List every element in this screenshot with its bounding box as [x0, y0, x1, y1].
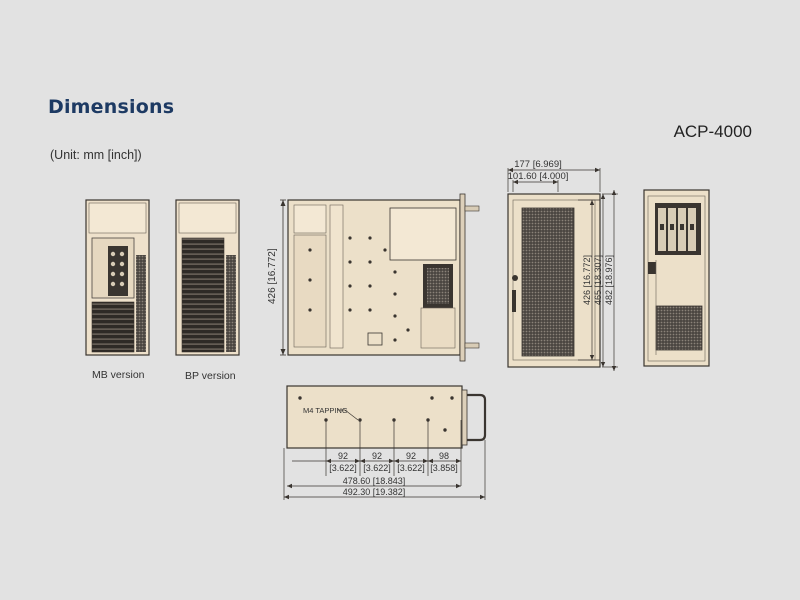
spacing-2-mm: 92 [372, 451, 382, 461]
spacing-1-inch: [3.622] [329, 463, 357, 473]
overall-length-2: 492.30 [19.382] [343, 487, 406, 497]
front-panel-view [507, 167, 618, 371]
spacing-1-mm: 92 [338, 451, 348, 461]
mb-version-view [85, 199, 150, 356]
bp-version-caption: BP version [185, 370, 236, 382]
side-view [283, 385, 487, 500]
model-name: ACP-4000 [673, 122, 752, 141]
spacing-4-mm: 98 [439, 451, 449, 461]
width-inner-label: 101.60 [4.000] [508, 171, 569, 182]
rear-view [643, 189, 710, 367]
height-2-label: 465 [18.307] [593, 255, 603, 305]
top-view [280, 193, 480, 362]
page-title: Dimensions [48, 96, 175, 118]
height-1-label: 426 [16.772] [582, 255, 592, 305]
width-outer-label: 177 [6.969] [514, 159, 562, 170]
bp-version-view [175, 199, 240, 356]
mb-version-caption: MB version [92, 369, 145, 381]
spacing-4-inch: [3.858] [430, 463, 458, 473]
overall-length-1: 478.60 [18.843] [343, 476, 406, 486]
unit-note: (Unit: mm [inch]) [50, 148, 142, 162]
height-3-label: 482 [18.976] [604, 255, 614, 305]
tapping-label: M4 TAPPING [303, 406, 348, 415]
spacing-3-mm: 92 [406, 451, 416, 461]
top-view-depth-label: 426 [16.772] [267, 248, 278, 304]
spacing-2-inch: [3.622] [363, 463, 391, 473]
spacing-3-inch: [3.622] [397, 463, 425, 473]
